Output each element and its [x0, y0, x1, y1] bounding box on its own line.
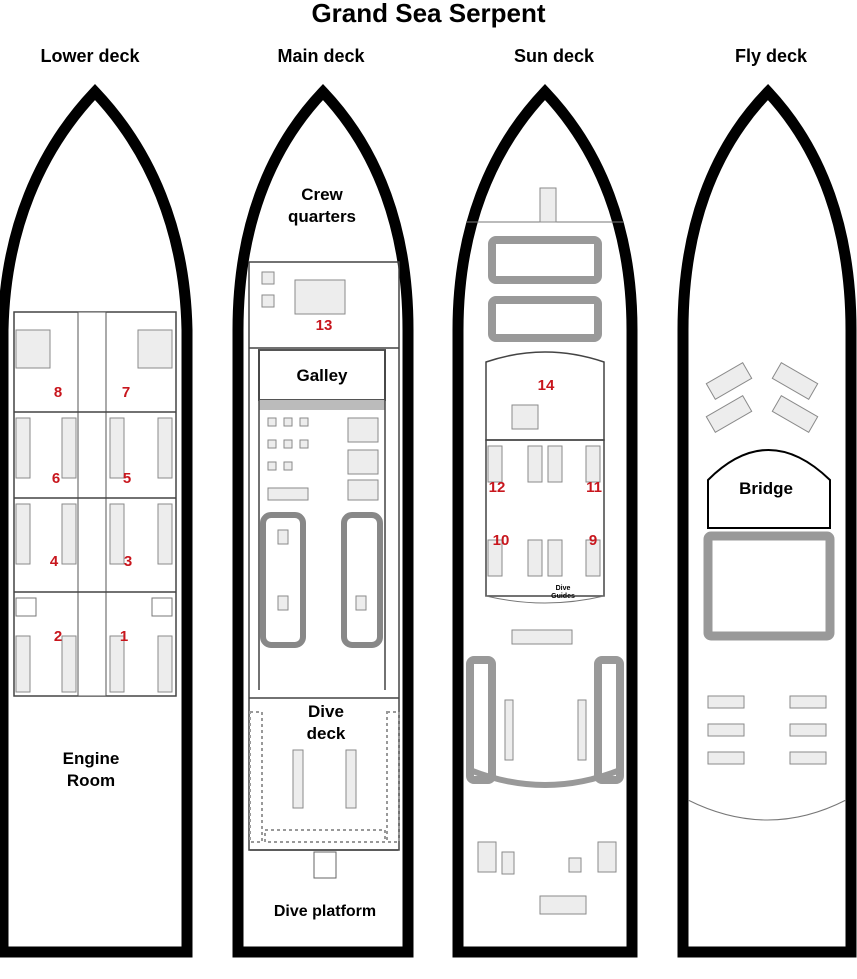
- area-label: Guides: [551, 593, 575, 600]
- cabin-number: 13: [316, 317, 333, 334]
- lower-deck: 8 7 6 5 4 3 2 1 Engine Room: [0, 84, 193, 958]
- cabin-number: 11: [586, 479, 602, 496]
- cabin-number: 1: [120, 628, 128, 645]
- cabin-number: 4: [50, 553, 59, 570]
- cabin-number: 6: [52, 470, 60, 487]
- cabin-number: 12: [489, 479, 506, 496]
- cabin-number: 14: [538, 377, 555, 394]
- fly-deck: Bridge: [677, 84, 857, 958]
- main-deck-hull: [232, 84, 414, 958]
- deck-label-lower: Lower deck: [40, 46, 140, 66]
- main-deck: Crew quarters 13 Galley Dive deck Dive p…: [232, 84, 414, 958]
- area-label: Bridge: [739, 479, 793, 498]
- cabin-number: 8: [54, 384, 62, 401]
- area-label: deck: [307, 724, 346, 743]
- cabin-number: 5: [123, 470, 131, 487]
- deck-label-sun: Sun deck: [513, 46, 595, 66]
- sun-deck-hull: [452, 84, 638, 958]
- cabin-number: 7: [122, 384, 130, 401]
- lower-deck-hull: [0, 84, 193, 958]
- area-label: Room: [67, 771, 115, 790]
- deck-label-main: Main deck: [277, 46, 365, 66]
- fly-deck-hull: [677, 84, 857, 958]
- area-label: Crew: [301, 185, 343, 204]
- area-label: Dive: [308, 702, 344, 721]
- cabin-number: 3: [124, 553, 132, 570]
- area-label: quarters: [288, 207, 356, 226]
- plan-title: Grand Sea Serpent: [311, 0, 546, 28]
- sun-deck: 14 12 11 10 9 Dive Guides: [452, 84, 638, 958]
- cabin-number: 2: [54, 628, 62, 645]
- area-label: Dive platform: [274, 903, 376, 920]
- cabin-number: 9: [589, 532, 597, 549]
- deck-label-fly: Fly deck: [734, 46, 808, 66]
- area-label: Dive: [556, 585, 571, 592]
- cabin-number: 10: [493, 532, 510, 549]
- area-label: Galley: [296, 366, 348, 385]
- area-label: Engine: [63, 749, 120, 768]
